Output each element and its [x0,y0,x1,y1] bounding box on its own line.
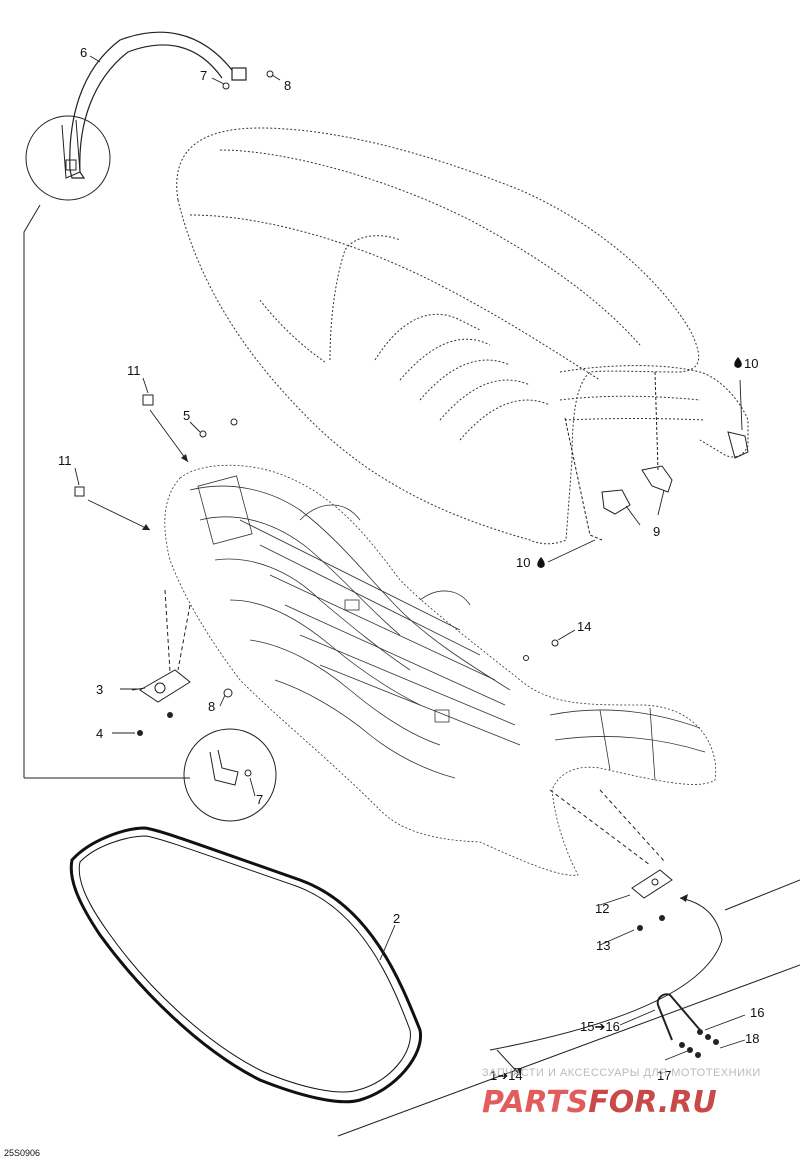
callout-12: 12 [595,901,609,916]
adhesive-drop-icon [734,357,742,368]
callout-2: 2 [393,911,400,926]
seat-pads [564,371,749,541]
seat-base [164,464,717,876]
bracket-screws [637,915,665,931]
grab-handle [69,31,247,179]
callout-7: 7 [256,792,263,807]
diagram-code: 25S0906 [4,1148,40,1158]
seat-latch [131,589,191,703]
callout-14: 14 [577,619,591,634]
callout-5: 5 [183,408,190,423]
callout-10: 10 [516,555,530,570]
callout-8: 8 [208,699,215,714]
small-hardware [74,70,559,777]
u-bolt [656,993,701,1041]
callout-3: 3 [96,682,103,697]
seat-seal [69,826,423,1104]
callout-16: 16 [750,1005,764,1020]
callout-11: 11 [127,363,141,378]
callout-1-14: 1➔14 [490,1068,523,1083]
handle-detail-circle [25,115,111,201]
watermark-brand: PARTSFOR.RU [482,1085,717,1120]
latch-detail-circle [183,728,277,822]
latch-screws [137,712,173,736]
callout-13: 13 [596,938,610,953]
callout-17: 17 [657,1068,671,1083]
assembly-frame-lines [23,204,800,1137]
watermark: ЗАПЧАСТИ И АКСЕССУАРЫ ДЛЯ МОТОТЕХНИКИ PA… [482,1067,761,1120]
watermark-tagline: ЗАПЧАСТИ И АКСЕССУАРЫ ДЛЯ МОТОТЕХНИКИ [482,1067,761,1079]
u-bolt-hardware [679,1029,719,1058]
leader-lines [74,55,746,1061]
callout-7: 7 [200,68,207,83]
leader-arrows [142,454,688,1075]
callout-4: 4 [96,726,103,741]
bracket-12 [549,789,673,899]
callout-10: 10 [744,356,758,371]
seat-seal-inner [78,835,411,1093]
callout-9: 9 [653,524,660,539]
callout-18: 18 [745,1031,759,1046]
seat-cover [176,127,749,545]
callout-15-16: 15➔16 [580,1019,620,1034]
callout-6: 6 [80,45,87,60]
callout-labels: 6 7 8 11 5 11 3 4 8 7 2 14 12 13 1➔14 15… [58,45,764,1083]
adhesive-drop-icon [537,557,545,568]
callout-11: 11 [58,453,72,468]
callout-8: 8 [284,78,291,93]
